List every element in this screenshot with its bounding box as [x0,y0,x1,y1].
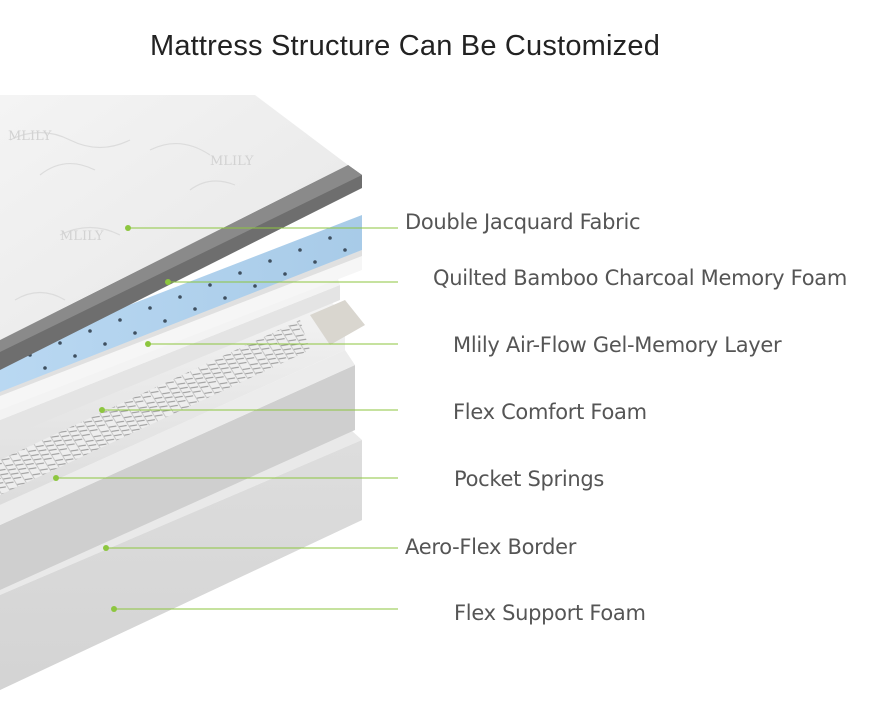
leader-dot-3 [145,341,151,347]
gel-memory-layer [0,250,362,410]
label-aero-flex-border: Aero-Flex Border [405,535,577,559]
blue-memory-foam-layer [0,215,362,392]
page-title: Mattress Structure Can Be Customized [149,30,661,62]
fabric-edge-layer [0,165,362,370]
leader-dot-7 [111,606,117,612]
label-flex-comfort-foam: Flex Comfort Foam [453,400,647,424]
leader-dot-6 [103,545,109,551]
jacquard-fabric-surface: MLILY MLILY MLILY [0,95,348,340]
leader-dot-2 [165,279,171,285]
pocket-springs-layer [0,300,365,505]
fabric-logo-mark-3: MLILY [210,154,254,169]
leader-lines [53,225,398,612]
fabric-logo-mark-2: MLILY [60,229,104,244]
leader-dot-4 [99,407,105,413]
leader-dot-1 [125,225,131,231]
label-mlily-air-flow-gel-memory-layer: Mlily Air-Flow Gel-Memory Layer [453,333,782,357]
fabric-logo-mark-1: MLILY [8,129,52,144]
label-double-jacquard-fabric: Double Jacquard Fabric [405,210,641,234]
label-flex-support-foam: Flex Support Foam [454,601,646,625]
label-quilted-bamboo-charcoal-memory-foam: Quilted Bamboo Charcoal Memory Foam [433,266,847,290]
leader-dot-5 [53,475,59,481]
label-pocket-springs: Pocket Springs [454,467,605,491]
